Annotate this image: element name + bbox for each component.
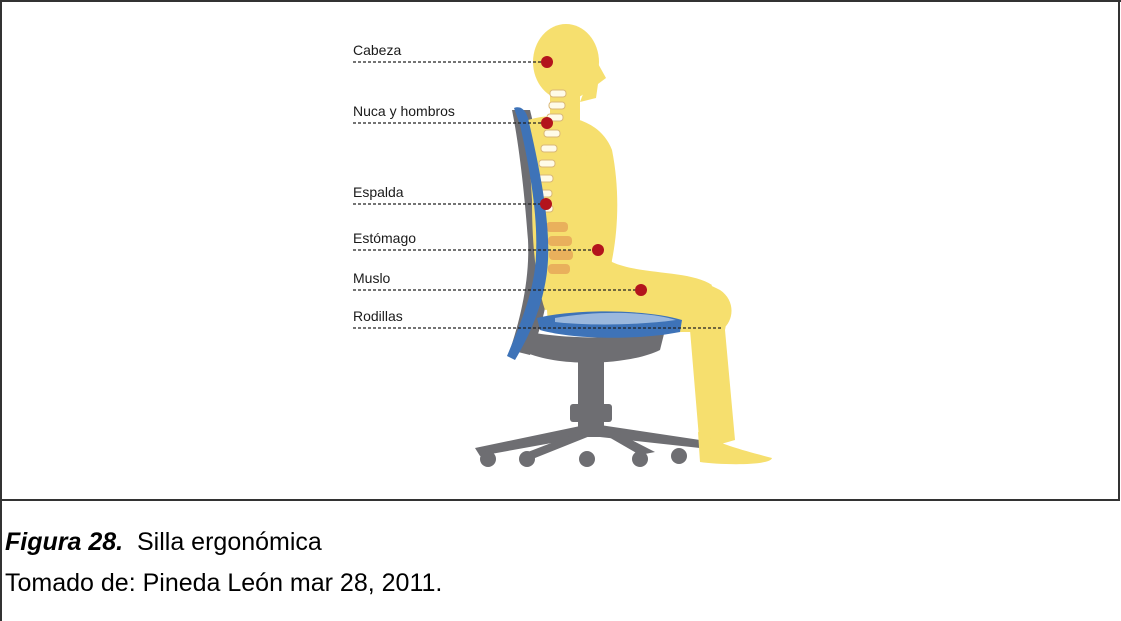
- label-estomago: Estómago: [353, 230, 416, 246]
- figure-caption: Figura 28. Silla ergonómica: [5, 528, 322, 557]
- label-rodillas: Rodillas: [353, 308, 403, 324]
- label-espalda: Espalda: [353, 184, 404, 200]
- ergonomic-chair-diagram: Cabeza Nuca y hombros Espalda Estómago M…: [0, 0, 1121, 500]
- figure-source: Tomado de: Pineda León mar 28, 2011.: [5, 569, 442, 598]
- point-nuca: [541, 117, 553, 129]
- label-nuca-hombros: Nuca y hombros: [353, 103, 455, 119]
- point-estomago: [592, 244, 604, 256]
- label-muslo: Muslo: [353, 270, 391, 286]
- point-cabeza: [541, 56, 553, 68]
- point-muslo: [635, 284, 647, 296]
- point-espalda: [540, 198, 552, 210]
- chair-base: [475, 358, 700, 458]
- figure-title: Silla ergonómica: [137, 528, 322, 556]
- chair-wheels: [480, 448, 687, 467]
- figure-number: Figura 28.: [5, 528, 123, 556]
- label-cabeza: Cabeza: [353, 42, 401, 58]
